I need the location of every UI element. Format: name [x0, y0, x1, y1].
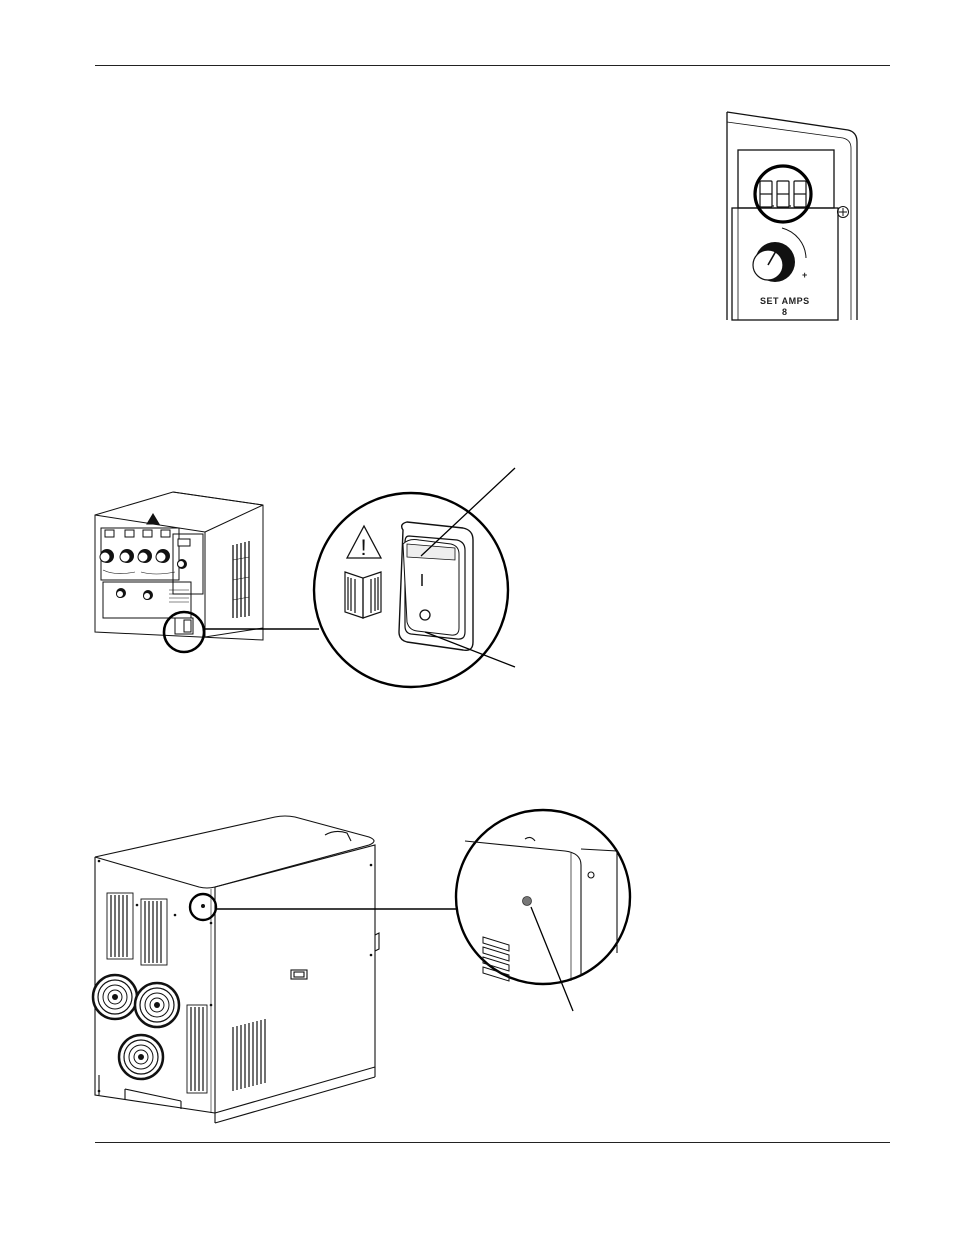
- switch-highlight-circle: [162, 610, 206, 654]
- footer-rule: [95, 1142, 890, 1143]
- rear-vents: [106, 892, 208, 1094]
- figure-rear-view: [91, 808, 632, 1124]
- warning-symbol: !: [361, 535, 367, 560]
- header-rule: [95, 65, 890, 66]
- cooling-fan-icon: [91, 973, 139, 1021]
- access-hole: [522, 896, 532, 906]
- cooling-fan-icon: [117, 1033, 165, 1081]
- warning-triangle-icon: !: [345, 524, 383, 560]
- screw-icon: [837, 206, 849, 218]
- rear-magnified-circle: [454, 808, 632, 986]
- display-highlight-circle: [753, 164, 813, 224]
- switch-off-symbol: [419, 609, 431, 621]
- cooling-fan-icon: [133, 981, 181, 1029]
- set-amps-knob: [752, 227, 807, 282]
- rear-highlight-circle: [188, 892, 218, 922]
- seven-segment-display: [759, 180, 807, 208]
- side-vents-rear: [232, 1019, 266, 1091]
- cabinet-switch: [174, 617, 194, 635]
- figure-power-switch: !: [94, 467, 516, 689]
- set-amps-sublabel: 8: [782, 307, 788, 317]
- manual-book-icon: [344, 571, 382, 619]
- rocker-switch: [398, 521, 474, 652]
- front-knobs: [99, 549, 187, 600]
- set-amps-label: SET AMPS: [760, 296, 810, 306]
- knob-plus-label: +: [802, 270, 808, 280]
- side-vents: [232, 541, 250, 618]
- figure-display-panel: + SET AMPS 8: [726, 111, 858, 321]
- magnified-vents: [482, 936, 510, 982]
